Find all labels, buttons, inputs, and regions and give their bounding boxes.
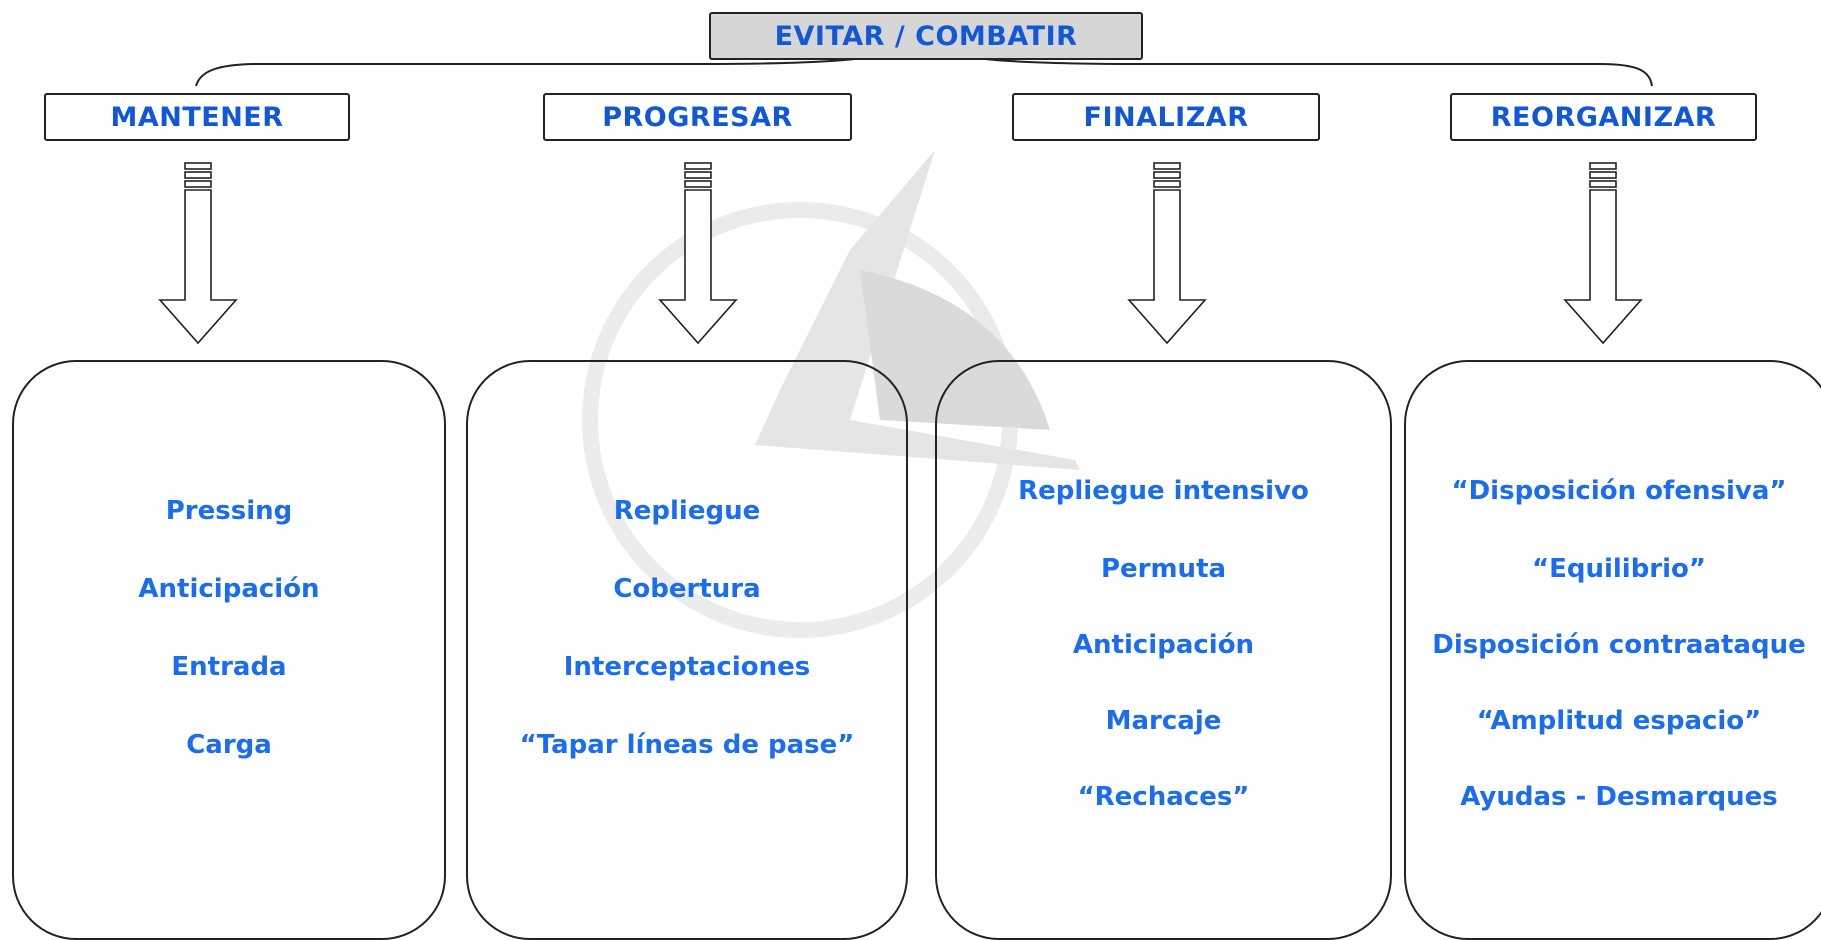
arrow-0: [158, 162, 238, 345]
arrow-bar: [1153, 162, 1181, 170]
panel-item: Repliegue: [613, 496, 761, 526]
arrow-2: [1127, 162, 1207, 345]
arrow-bar: [1153, 171, 1181, 179]
category-progresar: PROGRESAR: [543, 93, 852, 141]
panel-item: Ayudas - Desmarques: [1460, 782, 1778, 812]
root-title: EVITAR / COMBATIR: [774, 20, 1078, 52]
panel-item: Pressing: [165, 496, 293, 526]
down-arrow-icon: [158, 189, 238, 345]
panel-mantener: Pressing Anticipación Entrada Carga: [12, 360, 446, 940]
panel-item: “Tapar líneas de pase”: [519, 730, 855, 760]
arrow-bar: [1589, 180, 1617, 188]
category-reorganizar: REORGANIZAR: [1450, 93, 1757, 141]
arrow-bar: [1153, 180, 1181, 188]
category-label: REORGANIZAR: [1490, 101, 1717, 133]
category-mantener: MANTENER: [44, 93, 350, 141]
panel-progresar: Repliegue Cobertura Interceptaciones “Ta…: [466, 360, 908, 940]
panel-item: Permuta: [1100, 554, 1227, 584]
watermark-logo: [582, 150, 1080, 638]
panel-item: Cobertura: [613, 574, 761, 604]
arrow-bar: [1589, 171, 1617, 179]
down-arrow-icon: [1127, 189, 1207, 345]
category-label: PROGRESAR: [602, 101, 793, 133]
panel-item: Carga: [186, 730, 272, 760]
panel-item: “Rechaces”: [1077, 782, 1250, 812]
panel-item: Disposición contraataque: [1432, 630, 1806, 660]
panel-item: Repliegue intensivo: [1018, 476, 1309, 506]
panel-item: Interceptaciones: [563, 652, 811, 682]
arrow-bar: [1589, 162, 1617, 170]
down-arrow-icon: [1563, 189, 1643, 345]
category-label: FINALIZAR: [1083, 101, 1249, 133]
panel-item: “Equilibrio”: [1531, 554, 1706, 584]
root-title-box: EVITAR / COMBATIR: [709, 12, 1143, 60]
panel-reorganizar: “Disposición ofensiva” “Equilibrio” Disp…: [1404, 360, 1821, 940]
arrow-bar: [684, 180, 712, 188]
arrow-bar: [184, 162, 212, 170]
category-label: MANTENER: [110, 101, 284, 133]
panel-item: “Amplitud espacio”: [1476, 706, 1762, 736]
arrow-bar: [184, 180, 212, 188]
panel-item: Anticipación: [138, 574, 320, 604]
category-finalizar: FINALIZAR: [1012, 93, 1320, 141]
arrow-1: [658, 162, 738, 345]
panel-item: “Disposición ofensiva”: [1451, 476, 1787, 506]
arrow-bar: [684, 171, 712, 179]
arrow-bar: [684, 162, 712, 170]
panel-item: Entrada: [171, 652, 287, 682]
arrow-3: [1563, 162, 1643, 345]
panel-item: Marcaje: [1105, 706, 1222, 736]
panel-item: Anticipación: [1072, 630, 1255, 660]
panel-finalizar: Repliegue intensivo Permuta Anticipación…: [935, 360, 1392, 940]
down-arrow-icon: [658, 189, 738, 345]
arrow-bar: [184, 171, 212, 179]
